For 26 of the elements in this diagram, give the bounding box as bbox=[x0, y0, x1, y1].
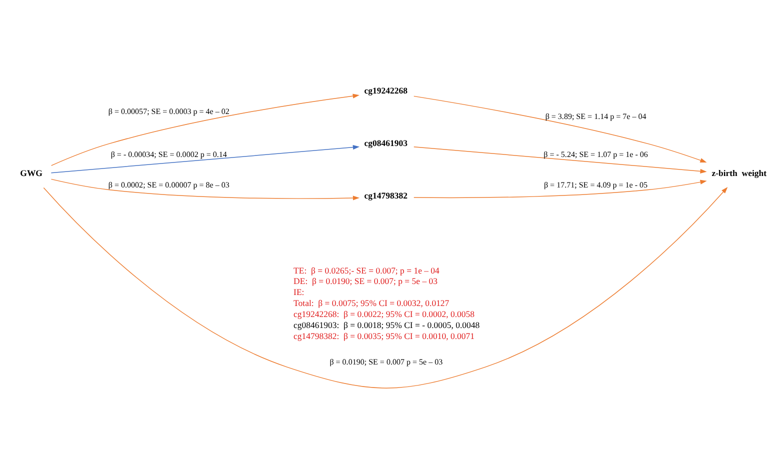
arrow bbox=[414, 95, 707, 162]
label: TE: β = 0.0265;- SE = 0.007; p = 1e – 04 bbox=[294, 264, 440, 275]
edge-label: β = 0.0190; SE = 0.007 p = 5e – 03 bbox=[330, 357, 443, 366]
edge-label: β = 3.89; SE = 1.14 p = 7e – 04 bbox=[545, 111, 646, 120]
edge-label: β = - 5.24; SE = 1.07 p = 1e - 06 bbox=[544, 149, 648, 158]
label: DE: β = 0.0190; SE = 0.007; p = 5e – 03 bbox=[294, 276, 438, 286]
node-text: cg14798382 bbox=[364, 190, 408, 200]
edge-label: β = - 0.00034; SE = 0.0002 p = 0.14 bbox=[110, 149, 227, 158]
arrow bbox=[414, 179, 707, 198]
node-text: cg19242268 bbox=[364, 85, 408, 96]
arrow bbox=[414, 146, 707, 173]
node-text: GWG bbox=[20, 167, 42, 178]
edge-label: β = 17.71; SE = 4.09 p = 1e - 05 bbox=[544, 180, 648, 189]
arrow bbox=[50, 144, 360, 173]
arrow bbox=[50, 93, 360, 166]
arrow bbox=[50, 178, 360, 200]
label: cg19242268: β = 0.0022; 95% CI = 0.0002, 0.0058 bbox=[294, 308, 475, 319]
label: IE: bbox=[294, 286, 304, 297]
label: Total: β = 0.0075; 95% CI = 0.0032, 0.0127 bbox=[294, 298, 450, 308]
node-text: cg08461903 bbox=[364, 138, 408, 148]
label: cg14798382: β = 0.0035; 95% CI = 0.0010, 0.0071 bbox=[294, 330, 475, 340]
label: cg08461903: β = 0.0018; 95% CI = - 0.0005, 0.0048 bbox=[294, 319, 480, 330]
edge-label: β = 0.00057; SE = 0.0003 p = 4e – 02 bbox=[108, 106, 230, 116]
edge-label: β = 0.0002; SE = 0.00007 p = 8e – 03 bbox=[108, 180, 230, 189]
node-text: z-birth weight bbox=[712, 167, 767, 178]
arrow bbox=[43, 186, 728, 388]
